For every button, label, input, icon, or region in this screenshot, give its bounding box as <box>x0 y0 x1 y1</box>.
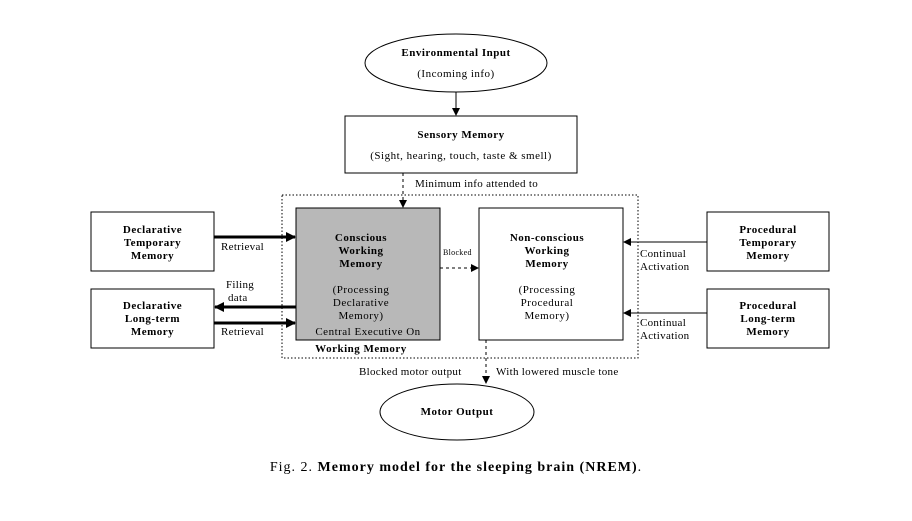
procedural-longterm-node <box>706 288 830 349</box>
conscious-wm-sub2: Declarative <box>332 297 390 309</box>
nonconscious-wm-line1: Non-conscious <box>509 232 585 244</box>
figure-caption: Fig. 2. Memory model for the sleeping br… <box>0 460 912 476</box>
procedural-temporary-line3: Memory <box>746 250 790 262</box>
edge-label-retrieval-top: Retrieval <box>221 241 265 253</box>
conscious-wm-footer: Central Executive On <box>315 326 421 338</box>
procedural-longterm-line2: Long-term <box>740 313 796 325</box>
conscious-wm-line1: Conscious <box>334 232 388 244</box>
procedural-longterm-line3: Memory <box>746 326 790 338</box>
motor-output-node <box>379 383 535 441</box>
edge-label-lowered-tone: With lowered muscle tone <box>496 366 619 378</box>
nonconscious-wm-line3: Memory <box>525 258 569 270</box>
declarative-longterm-line2: Long-term <box>124 313 181 325</box>
environmental-input-subtitle: (Incoming info) <box>417 68 495 80</box>
edge-label-retrieval-bottom: Retrieval <box>221 326 265 338</box>
sensory-memory-title: Sensory Memory <box>417 129 505 141</box>
conscious-wm-sub1: (Processing <box>332 284 390 296</box>
edge-label-continual-top-1: Continual <box>640 248 687 260</box>
edge-label-min-info: Minimum info attended to <box>415 178 538 190</box>
declarative-longterm-line3: Memory <box>130 326 175 338</box>
sensory-memory-subtitle: (Sight, hearing, touch, taste & smell) <box>370 150 552 162</box>
edge-label-blocked: Blocked <box>443 248 472 257</box>
nonconscious-wm-sub3: Memory) <box>524 310 570 322</box>
declarative-longterm-node <box>90 288 215 349</box>
nonconscious-wm-line2: Working <box>524 245 570 257</box>
conscious-wm-line3: Memory <box>339 258 383 270</box>
conscious-wm-sub3: Memory) <box>338 310 384 322</box>
caption-suffix: . <box>637 460 643 475</box>
conscious-wm-node <box>295 207 441 341</box>
caption-prefix: Fig. 2. <box>269 460 314 475</box>
environmental-input-node <box>364 33 548 93</box>
sensory-memory-node <box>344 115 578 174</box>
declarative-temporary-line2: Temporary <box>123 237 182 249</box>
procedural-longterm-line1: Procedural <box>739 300 797 312</box>
edge-label-continual-top-2: Activation <box>640 261 690 273</box>
edge-label-continual-bottom-2: Activation <box>640 330 690 342</box>
motor-output-title: Motor Output <box>420 406 494 418</box>
conscious-wm-line2: Working <box>338 245 384 257</box>
environmental-input-title: Environmental Input <box>401 47 511 59</box>
working-memory-group-border <box>281 194 639 359</box>
nonconscious-wm-node <box>478 207 624 341</box>
procedural-temporary-line1: Procedural <box>739 224 797 236</box>
edge-label-continual-bottom-1: Continual <box>640 317 687 329</box>
caption-title: Memory model for the sleeping brain (NRE… <box>317 460 638 475</box>
nonconscious-wm-sub1: (Processing <box>518 284 576 296</box>
procedural-temporary-line2: Temporary <box>739 237 797 249</box>
declarative-temporary-node <box>90 211 215 272</box>
working-memory-group-label: Working Memory <box>315 343 407 355</box>
nonconscious-wm-sub2: Procedural <box>520 297 574 309</box>
edge-label-blocked-motor: Blocked motor output <box>359 366 462 378</box>
declarative-temporary-line3: Memory <box>130 250 175 262</box>
declarative-longterm-line1: Declarative <box>122 300 183 312</box>
declarative-temporary-line1: Declarative <box>122 224 183 236</box>
edge-label-filing-1: Filing <box>226 279 255 291</box>
edge-label-filing-2: data <box>228 292 248 304</box>
